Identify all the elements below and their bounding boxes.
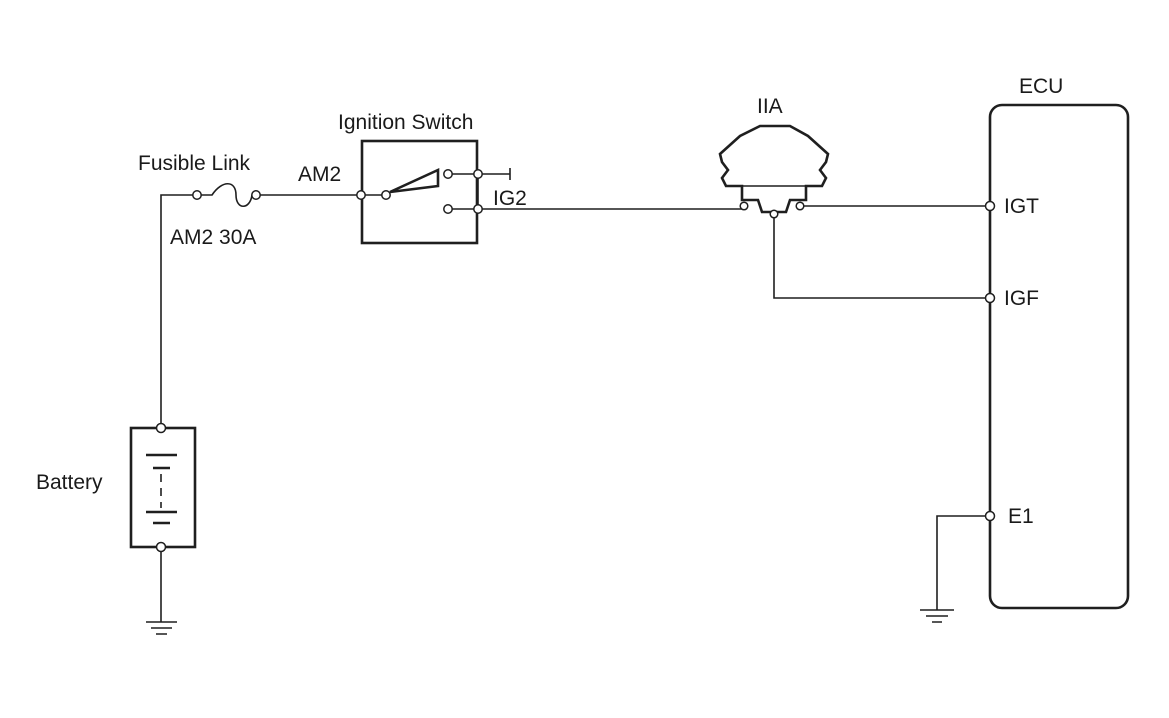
switch-terminal-am2 — [356, 190, 366, 200]
fusible-link-terminal-out — [251, 190, 261, 200]
iia-terminal-igf — [769, 209, 779, 219]
ecu-ground-icon — [920, 609, 954, 623]
switch-contact-acc — [443, 169, 453, 179]
iia-igniter — [718, 124, 830, 219]
ecu-pin-igf — [984, 292, 996, 304]
battery — [129, 422, 197, 553]
wire-e1-to-ground — [936, 515, 990, 610]
fusible-link-terminal-in — [192, 190, 202, 200]
switch-contact-common — [381, 190, 391, 200]
ecu-pin-e1 — [984, 510, 996, 522]
battery-terminal-positive — [155, 422, 167, 434]
ecu-pin-igt — [984, 200, 996, 212]
fusible-link — [192, 182, 261, 208]
battery-ground-icon — [146, 621, 177, 635]
battery-terminal-negative — [155, 541, 167, 553]
ecu-label: ECU — [1019, 75, 1064, 98]
ignition-switch — [356, 139, 511, 245]
wire-battery-to-fusible-link — [160, 194, 195, 428]
iia-terminal-igt-in — [739, 201, 749, 211]
ignition-switch-box — [360, 139, 479, 245]
am2-label: AM2 — [298, 163, 342, 186]
e1-pin-label: E1 — [1008, 505, 1034, 528]
iia-label: IIA — [757, 95, 783, 118]
switch-node-ig2 — [473, 204, 483, 214]
wire-iia-to-igf — [773, 214, 990, 299]
ignition-switch-label: Ignition Switch — [338, 111, 474, 134]
iia-body — [718, 124, 830, 214]
ecu — [984, 103, 1130, 610]
fusible-link-rating-label: AM2 30A — [170, 226, 257, 249]
battery-label: Battery — [36, 471, 103, 494]
fusible-link-label: Fusible Link — [138, 152, 251, 175]
switch-contact-ig2 — [443, 204, 453, 214]
battery-box — [129, 426, 197, 549]
ecu-box — [988, 103, 1130, 610]
igf-pin-label: IGF — [1004, 287, 1039, 310]
ig2-label: IG2 — [493, 187, 527, 210]
igt-pin-label: IGT — [1004, 195, 1039, 218]
switch-lever — [389, 167, 440, 194]
switch-node-upper — [473, 169, 483, 179]
iia-terminal-igt-out — [795, 201, 805, 211]
